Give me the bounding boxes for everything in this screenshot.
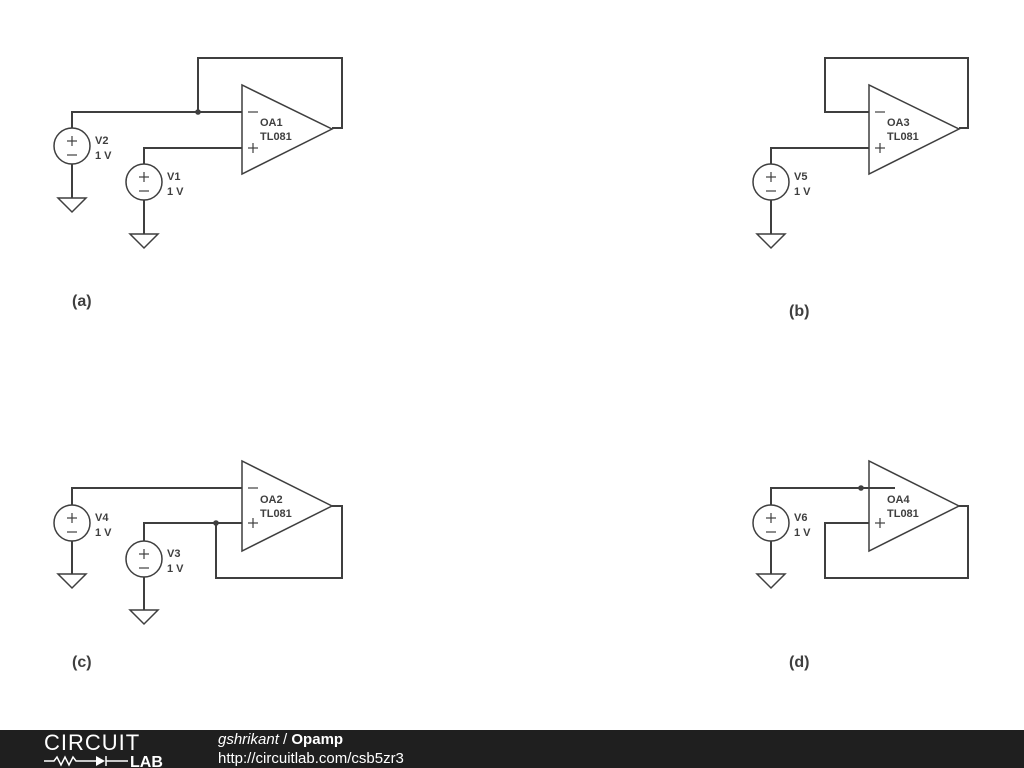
- opamp-model: TL081: [887, 508, 919, 520]
- source-value: 1 V: [95, 527, 112, 539]
- credit-line: gshrikant / Opamp: [218, 730, 404, 749]
- source-name: V1: [167, 171, 180, 183]
- opamp-oa4[interactable]: OA4 TL081: [861, 459, 961, 553]
- schematic-canvas: OA1 TL081 V2 1 V V1 1 V (a): [53, 57, 969, 671]
- source-value: 1 V: [794, 527, 811, 539]
- opamp-name: OA3: [887, 117, 910, 129]
- ground-icon: [128, 609, 160, 626]
- circuit-b: OA3 TL081 V5 1 V (b): [752, 57, 969, 320]
- source-name: V6: [794, 512, 807, 524]
- voltage-source-v5[interactable]: V5 1 V: [752, 163, 811, 201]
- wires-a: [71, 57, 343, 234]
- opamp-model: TL081: [887, 131, 919, 143]
- voltage-source-v3[interactable]: V3 1 V: [125, 540, 184, 578]
- opamp-oa2[interactable]: OA2 TL081: [241, 459, 334, 553]
- circuit-a: OA1 TL081 V2 1 V V1 1 V (a): [53, 57, 343, 310]
- voltage-source-v4[interactable]: V4 1 V: [53, 504, 112, 542]
- ground-icon: [56, 573, 88, 590]
- source-name: V3: [167, 548, 180, 560]
- voltage-source-v2[interactable]: V2 1 V: [53, 127, 112, 165]
- opamp-name: OA4: [887, 494, 911, 506]
- voltage-source-v6[interactable]: V6 1 V: [752, 504, 811, 542]
- circuit-caption: (d): [789, 654, 809, 671]
- opamp-name: OA2: [260, 494, 283, 506]
- ground-icon: [56, 197, 88, 214]
- circuit-c: OA2 TL081 V4 1 V V3 1 V (c): [53, 459, 343, 671]
- ground-icon: [755, 233, 787, 250]
- ground-icon: [755, 573, 787, 590]
- logo-bottom-text: LAB: [130, 754, 163, 768]
- logo-top-text: CIRCUIT: [44, 730, 140, 755]
- circuit-caption: (c): [72, 654, 92, 671]
- author-name[interactable]: gshrikant: [218, 731, 279, 748]
- ground-icon: [128, 233, 160, 250]
- source-name: V2: [95, 135, 108, 147]
- source-name: V5: [794, 171, 807, 183]
- wires-c: [71, 487, 343, 610]
- circuit-d: OA4 TL081 V6 1 V (d): [752, 459, 969, 671]
- circuit-url[interactable]: http://circuitlab.com/csb5zr3: [218, 750, 404, 767]
- footer-bar: CIRCUIT LAB gshrikant / Opamp http://cir…: [0, 730, 1024, 768]
- circuit-credit: gshrikant / Opamp http://circuitlab.com/…: [218, 730, 404, 768]
- source-name: V4: [95, 512, 109, 524]
- voltage-source-v1[interactable]: V1 1 V: [125, 163, 184, 201]
- source-value: 1 V: [95, 150, 112, 162]
- circuitlab-logo[interactable]: CIRCUIT LAB: [44, 730, 176, 768]
- circuit-title[interactable]: Opamp: [291, 731, 344, 748]
- source-value: 1 V: [167, 563, 184, 575]
- opamp-model: TL081: [260, 131, 292, 143]
- separator: /: [278, 731, 292, 748]
- source-value: 1 V: [167, 186, 184, 198]
- opamp-model: TL081: [260, 508, 292, 520]
- wires-b: [770, 57, 969, 234]
- opamp-oa1[interactable]: OA1 TL081: [241, 83, 334, 176]
- circuit-caption: (b): [789, 303, 809, 320]
- resistor-diode-icon: [44, 755, 128, 767]
- opamp-oa3[interactable]: OA3 TL081: [868, 83, 961, 176]
- circuit-caption: (a): [72, 293, 92, 310]
- source-value: 1 V: [794, 186, 811, 198]
- opamp-name: OA1: [260, 117, 283, 129]
